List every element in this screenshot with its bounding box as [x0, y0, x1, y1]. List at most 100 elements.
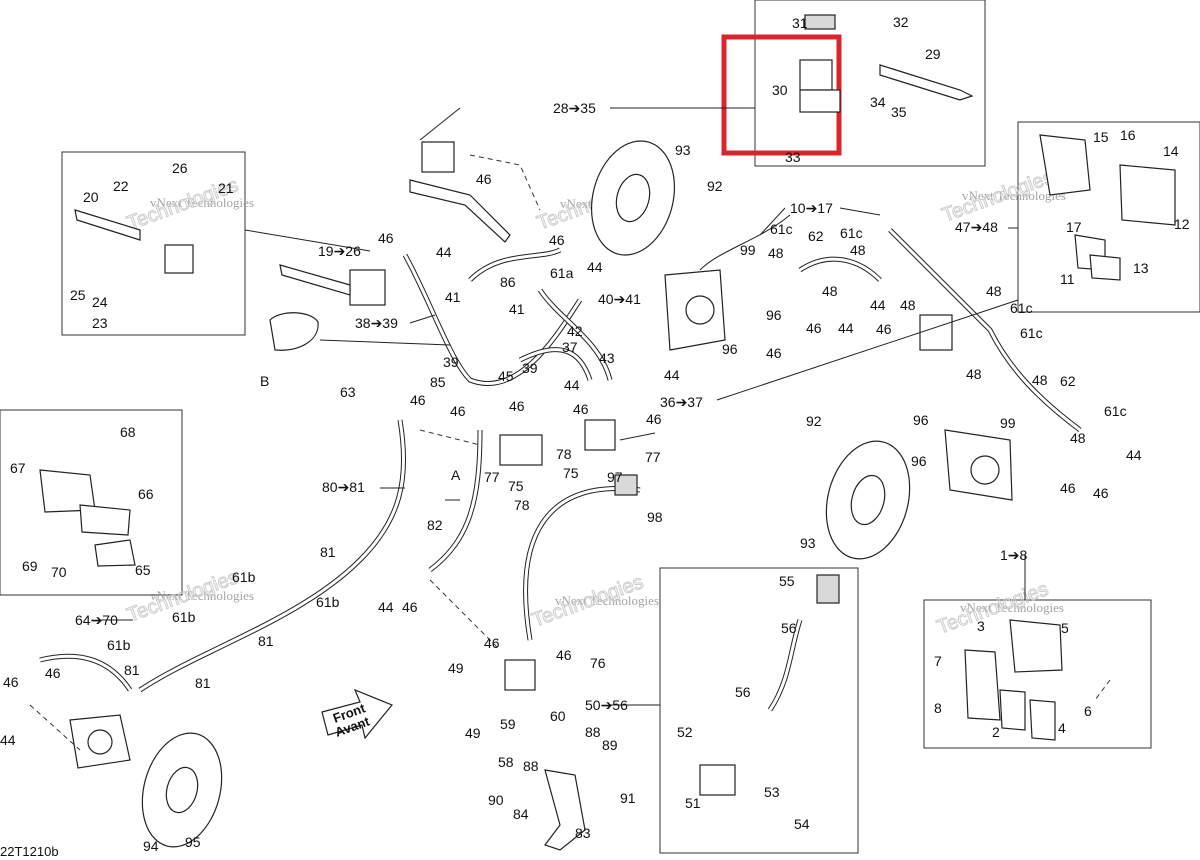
part-label: 63 — [340, 384, 356, 400]
inset-front-master-cylinder-box — [754, 0, 986, 167]
callout-1-8: 1➔8 — [1000, 547, 1028, 563]
part-label: 88 — [523, 758, 539, 774]
part-label: 48 — [900, 297, 916, 313]
part-label: 44 — [1126, 447, 1142, 463]
range-callouts: 28➔35 19➔26 38➔39 10➔17 47➔48 40➔41 36➔3… — [75, 100, 1028, 713]
part-label: 93 — [800, 535, 816, 551]
part-label: 46 — [876, 321, 892, 337]
part-label: 75 — [563, 465, 579, 481]
callout-50-56: 50➔56 — [585, 697, 628, 713]
part-number-labels: 31 32 29 30 34 35 33 93 92 46 26 22 21 2… — [0, 14, 1190, 854]
part-label: 14 — [1163, 143, 1179, 159]
part-label: 90 — [488, 792, 504, 808]
part-label: 46 — [476, 171, 492, 187]
front-right-brake-disc — [825, 440, 911, 560]
part-label: 66 — [138, 486, 154, 502]
part-label: 92 — [806, 413, 822, 429]
part-label: 8 — [934, 700, 942, 716]
hand-guard-b — [269, 312, 319, 351]
part-label: 41 — [445, 289, 461, 305]
part-label: 46 — [573, 401, 589, 417]
front-left-brake-disc — [590, 140, 676, 256]
part-label: 39 — [522, 360, 538, 376]
part-label: 81 — [320, 544, 336, 560]
rear-left-caliper — [69, 714, 131, 769]
part-label: 46 — [484, 635, 500, 651]
watermark-group: vNext Technologies Technologies vNext Te… — [124, 166, 1066, 640]
part-label: 48 — [850, 242, 866, 258]
part-label: 75 — [508, 478, 524, 494]
part-label: 48 — [986, 283, 1002, 299]
part-label: 44 — [838, 320, 854, 336]
inset-rear-right-caliper — [964, 619, 1063, 741]
part-label: 94 — [143, 838, 159, 854]
part-label: 46 — [1060, 480, 1076, 496]
part-label: 20 — [83, 189, 99, 205]
part-label: 46 — [509, 398, 525, 414]
part-label: 68 — [120, 424, 136, 440]
callout-36-37: 36➔37 — [660, 394, 703, 410]
part-label: 81 — [195, 675, 211, 691]
part-label: 82 — [427, 517, 443, 533]
part-label: 60 — [550, 708, 566, 724]
part-label: 96 — [911, 453, 927, 469]
part-label: 46 — [450, 403, 466, 419]
part-label: 44 — [870, 297, 886, 313]
part-label: 70 — [51, 564, 67, 580]
part-label: 83 — [575, 825, 591, 841]
part-label: 61a — [550, 265, 574, 281]
callout-47-48: 47➔48 — [955, 219, 998, 235]
part-label: 96 — [722, 341, 738, 357]
part-label: 69 — [22, 558, 38, 574]
part-label: 96 — [766, 307, 782, 323]
part-label: 78 — [556, 446, 572, 462]
brake-lines — [39, 214, 1082, 712]
part-label: 11 — [1060, 271, 1075, 287]
watermark-text: vNext Technologies — [555, 593, 659, 608]
part-label: 44 — [587, 259, 603, 275]
part-label: 85 — [430, 374, 446, 390]
inset-caliper-part — [1039, 134, 1176, 281]
part-label: 6 — [1084, 703, 1092, 719]
part-label: 7 — [934, 653, 942, 669]
inset-front-caliper-right-box — [1017, 121, 1200, 313]
part-label: 95 — [185, 834, 201, 850]
watermark-text: vNext Technologies — [150, 588, 254, 603]
part-label: 44 — [436, 244, 452, 260]
part-label: 2 — [992, 724, 1000, 740]
part-label: 34 — [870, 94, 886, 110]
part-label: 77 — [645, 449, 661, 465]
part-label: 44 — [664, 367, 680, 383]
right-hand-lever-assembly — [409, 141, 511, 243]
part-label: 92 — [707, 178, 723, 194]
reference-dash-lines — [29, 154, 1111, 751]
part-label: 22 — [113, 178, 129, 194]
part-label: 78 — [514, 497, 530, 513]
part-label: 5 — [1061, 620, 1069, 636]
part-label: 48 — [1070, 430, 1086, 446]
part-label: 30 — [772, 82, 788, 98]
part-label: 46 — [45, 665, 61, 681]
part-label: 48 — [966, 366, 982, 382]
part-label: 44 — [564, 377, 580, 393]
part-label: 61c — [1020, 325, 1043, 341]
part-label: 16 — [1120, 127, 1136, 143]
part-label: 21 — [218, 180, 234, 196]
part-label: 46 — [402, 599, 418, 615]
part-label: 61c — [1104, 403, 1127, 419]
watermark-text: vNext Technologies — [960, 600, 1064, 615]
left-hand-lever-assembly — [74, 209, 386, 306]
part-label: 61c — [840, 225, 863, 241]
callout-80-81: 80➔81 — [322, 479, 365, 495]
part-label: 56 — [735, 684, 751, 700]
part-label: 58 — [498, 754, 514, 770]
part-label: 35 — [891, 104, 907, 120]
part-label: 77 — [484, 469, 500, 485]
part-label: 52 — [677, 724, 693, 740]
part-label: 55 — [779, 573, 795, 589]
diagram-code: 22T1210b — [0, 844, 59, 859]
part-label: 48 — [1032, 372, 1048, 388]
part-label: 62 — [808, 228, 824, 244]
part-label: 99 — [740, 242, 756, 258]
callout-28-35: 28➔35 — [553, 100, 596, 116]
